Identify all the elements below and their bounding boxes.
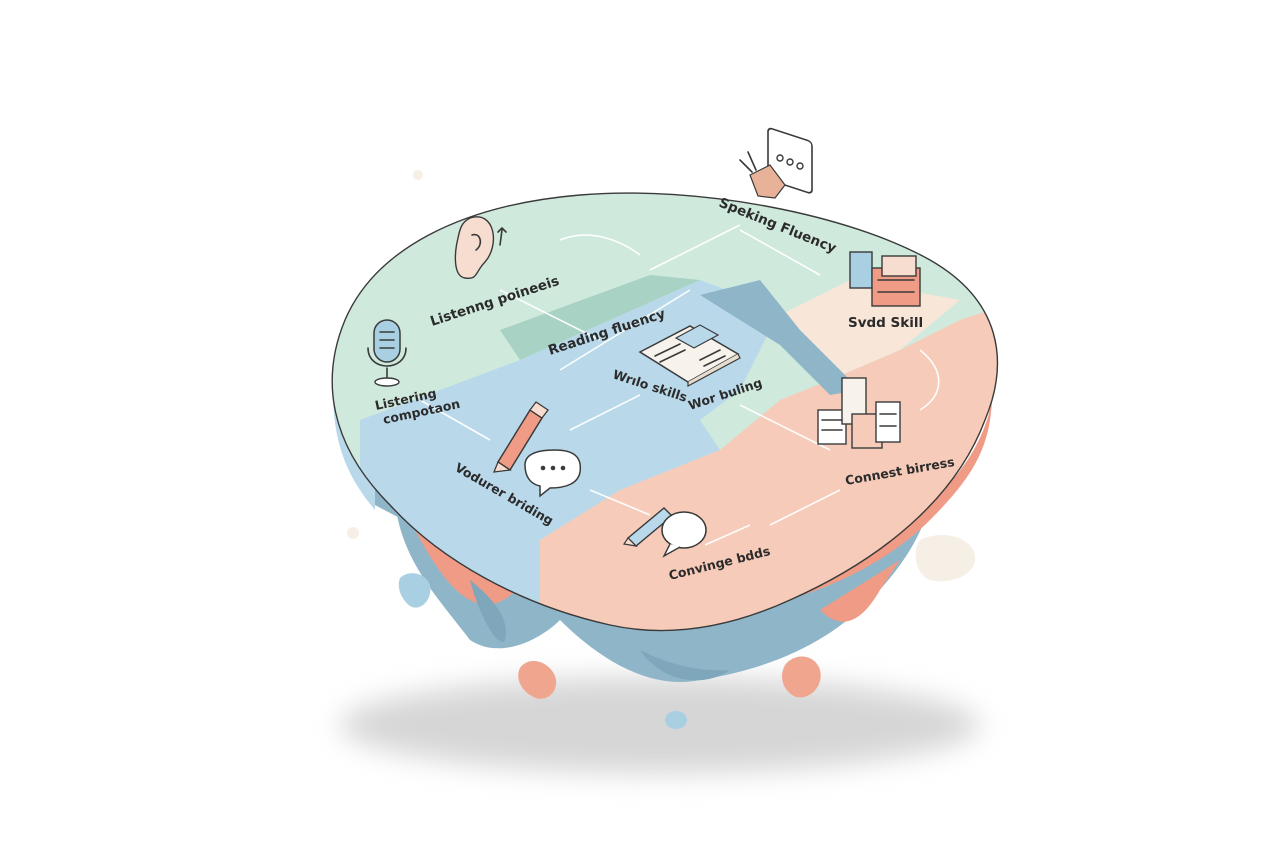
conversation-pencil-bubble-icon (622, 507, 707, 558)
speech-bubble-sign-icon (739, 127, 813, 199)
ear-icon (454, 216, 507, 279)
floating-rocks (347, 170, 976, 729)
building-blocks-icon (817, 377, 901, 449)
ground-shadow (340, 677, 980, 773)
chat-bubble-icon (524, 449, 582, 498)
stacked-blocks-icon (849, 251, 921, 307)
pencil-icon (492, 401, 549, 473)
open-book-icon (638, 324, 741, 388)
flow-arrows (419, 224, 940, 546)
label-svdd-skill: Svdd Skill (848, 315, 923, 331)
microphone-icon (367, 319, 407, 387)
